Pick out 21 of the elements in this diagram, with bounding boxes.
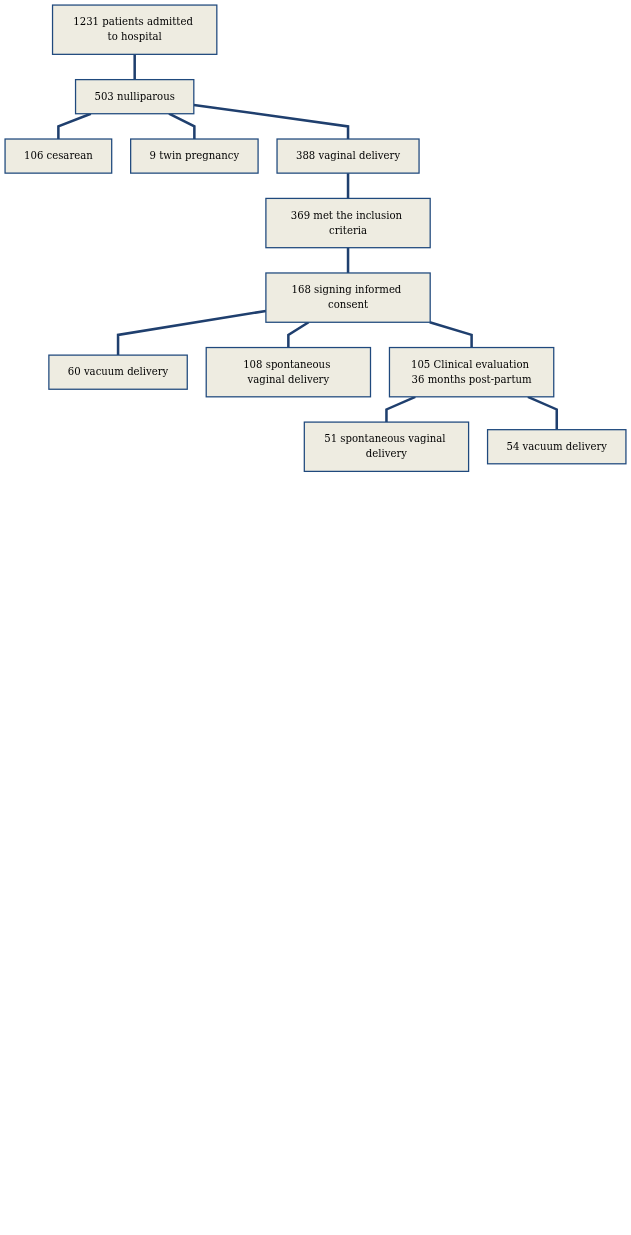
node-box: 503 nulliparous xyxy=(74,79,195,115)
connector xyxy=(346,247,350,273)
node-box: 60 vacuum delivery xyxy=(48,354,188,390)
connector xyxy=(193,103,350,139)
connector xyxy=(168,112,196,139)
node-box: 1231 patients admitted to hospital xyxy=(51,4,218,55)
node-box: 168 signing informed consent xyxy=(265,272,431,323)
connector xyxy=(429,321,473,348)
connector xyxy=(57,112,92,139)
node-box: 369 met the inclusion criteria xyxy=(265,197,431,249)
node-box: 51 spontaneous vaginal delivery xyxy=(303,421,470,472)
node-box: 54 vacuum delivery xyxy=(486,429,627,465)
node-box: 106 cesarean xyxy=(4,138,113,174)
connector xyxy=(346,173,350,199)
node-box: 9 twin pregnancy xyxy=(130,138,259,174)
node-box: 105 Clinical evaluation 36 months post-partum xyxy=(388,346,555,398)
connector xyxy=(133,54,136,80)
node-box: 108 spontaneous vaginal delivery xyxy=(205,346,372,398)
node-box: 388 vaginal delivery xyxy=(276,138,420,174)
connector xyxy=(385,395,416,423)
connector xyxy=(287,321,310,348)
